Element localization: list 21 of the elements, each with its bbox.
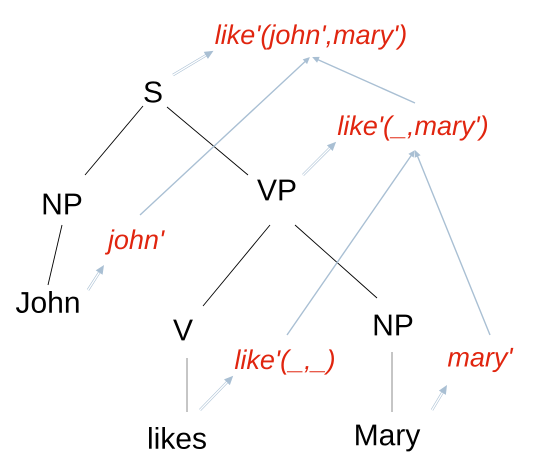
tree-label: NP: [44, 194, 82, 214]
tree-label: Mary: [356, 424, 420, 452]
tree-branch: [166, 106, 248, 176]
double-arrow: [430, 385, 447, 411]
tree-branch: [48, 224, 62, 286]
tree-branch: [186, 358, 188, 412]
tree-label: John: [16, 290, 79, 314]
tree-label: likes: [149, 426, 206, 450]
tree-label: VP: [257, 180, 296, 200]
tree-branch: [294, 224, 378, 298]
tree-branch: [202, 224, 270, 306]
meaning-label: like'(_,mary'): [338, 115, 488, 141]
meaning-label: john': [104, 229, 165, 255]
meaning-label: mary': [448, 348, 514, 372]
tree-label: S: [144, 81, 162, 103]
tree-branch: [84, 106, 144, 176]
meaning-label: like'(_,_): [234, 349, 334, 375]
meaning-label: like'(john',mary'): [215, 24, 406, 50]
double-arrow: [86, 265, 104, 291]
tree-label: V: [173, 320, 193, 340]
tree-label: NP: [374, 314, 412, 336]
